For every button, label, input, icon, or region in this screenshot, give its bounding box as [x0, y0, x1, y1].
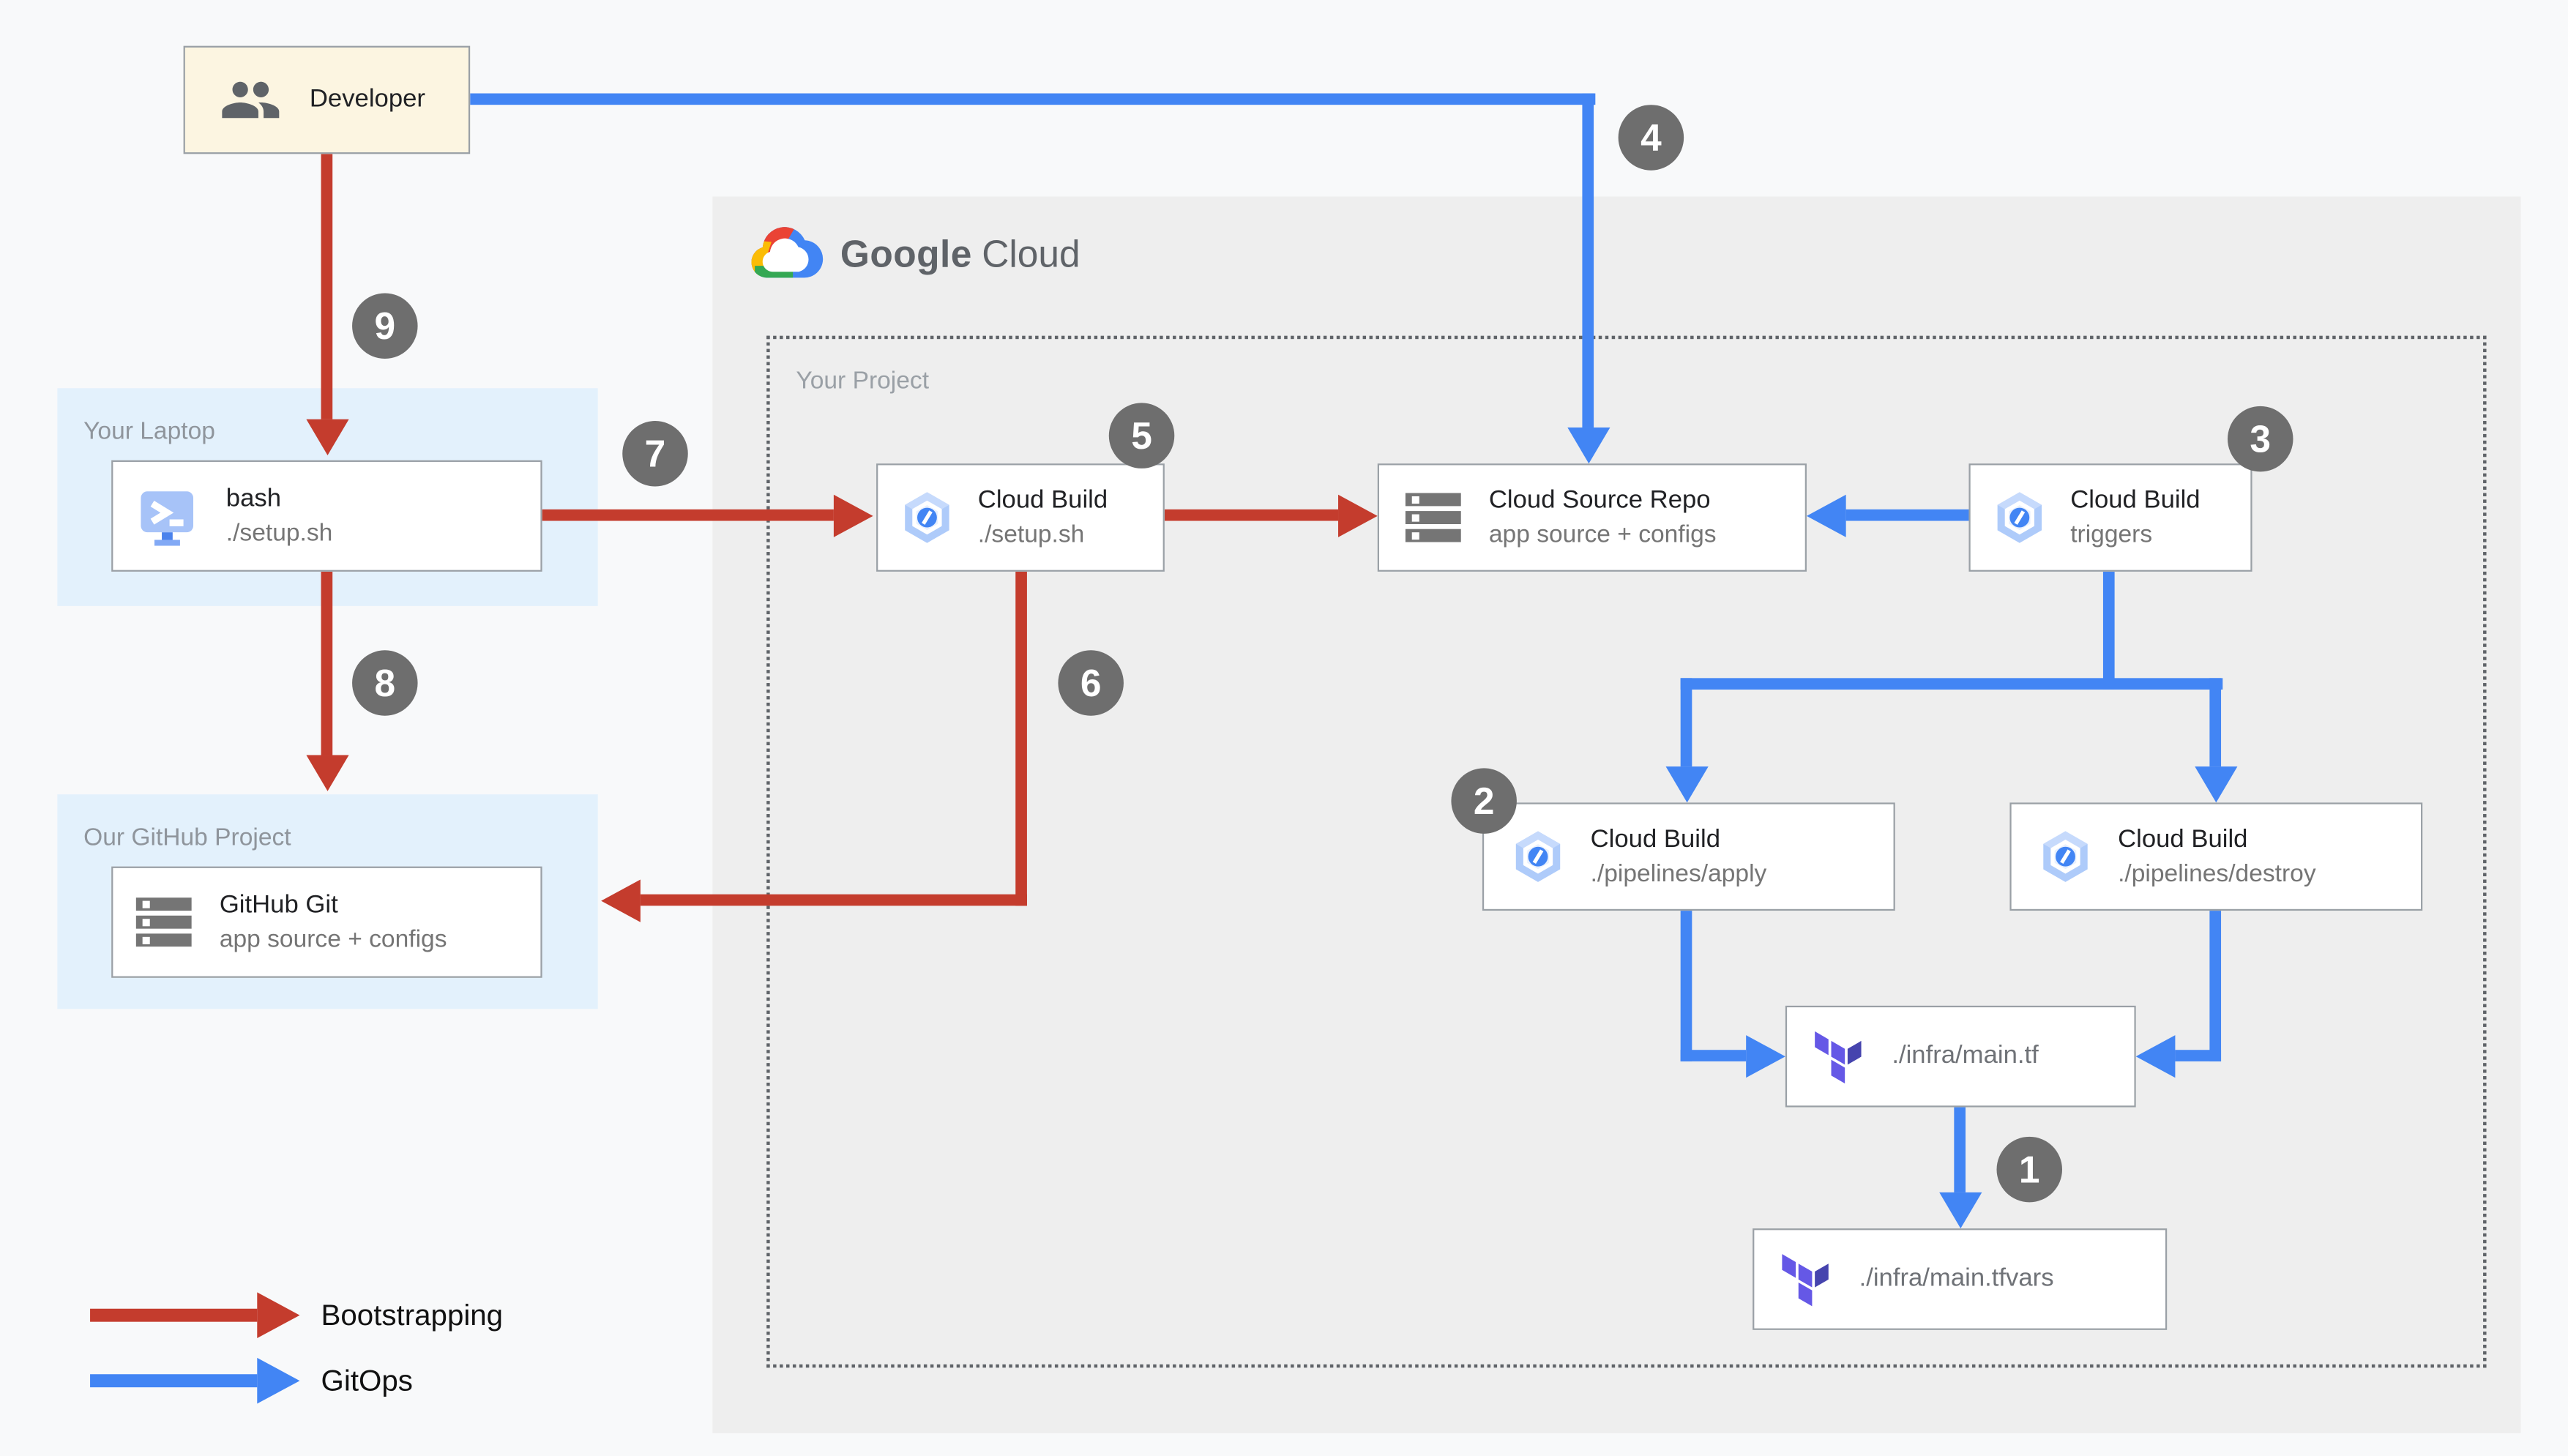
- arrow-apply-to-maintf-vertical: [1680, 911, 1692, 1061]
- cloud-build-destroy-title: Cloud Build: [2118, 825, 2248, 854]
- step-badge-5: 5: [1108, 403, 1175, 468]
- node-cloud-build-setup: Cloud Build ./setup.sh: [876, 463, 1165, 572]
- your-project-container: [766, 335, 2487, 1368]
- node-bash: bash ./setup.sh: [111, 460, 542, 572]
- arrowhead-developer-to-sourcerepo: [1567, 427, 1610, 464]
- cloud-build-triggers-subtitle: triggers: [2070, 520, 2153, 549]
- cloud-build-icon: [1992, 490, 2048, 545]
- arrow-maintf-to-tfvars: [1954, 1107, 1966, 1192]
- step-badge-4: 4: [1618, 105, 1684, 171]
- node-developer: Developer: [183, 45, 471, 154]
- cloud-source-repo-subtitle: app source + configs: [1488, 520, 1717, 549]
- arrowhead-cloudbuild-to-sourcerepo: [1338, 494, 1378, 537]
- arrow-split-to-destroy: [2209, 678, 2222, 767]
- node-cloud-build-triggers: Cloud Build triggers: [1968, 463, 2252, 572]
- step-badge-8: 8: [352, 650, 418, 716]
- cloud-build-icon: [2037, 829, 2093, 884]
- arrow-cloudbuild-to-sourcerepo: [1164, 509, 1339, 521]
- cloud-build-setup-subtitle: ./setup.sh: [977, 520, 1085, 549]
- terraform-icon: [1780, 1250, 1833, 1307]
- legend-gitops-arrow: [90, 1374, 258, 1388]
- infra-main-tfvars-label: ./infra/main.tfvars: [1859, 1264, 2054, 1293]
- google-cloud-icon: [745, 223, 824, 285]
- arrowhead-apply-to-maintf: [1746, 1035, 1785, 1078]
- terminal-icon: [136, 485, 198, 547]
- arrowhead-split-to-destroy: [2195, 766, 2238, 803]
- legend-bootstrapping-arrow: [90, 1308, 258, 1322]
- cloud-build-icon: [1510, 829, 1566, 884]
- github-project-label: Our GitHub Project: [83, 824, 291, 852]
- step-badge-3: 3: [2228, 406, 2293, 472]
- cloud-build-triggers-title: Cloud Build: [2070, 486, 2201, 515]
- arrowhead-maintf-to-tfvars: [1939, 1192, 1982, 1229]
- step-badge-6: 6: [1058, 650, 1124, 716]
- terraform-icon: [1813, 1028, 1866, 1085]
- people-icon: [214, 69, 286, 131]
- arrowhead-bash-to-github: [306, 755, 349, 791]
- arrowhead-cloudbuild-to-github: [601, 879, 641, 922]
- node-cloud-source-repo: Cloud Source Repo app source + configs: [1377, 463, 1807, 572]
- bash-subtitle: ./setup.sh: [225, 519, 333, 548]
- legend-bootstrapping-arrowhead: [257, 1292, 300, 1339]
- arrow-triggers-down: [2102, 571, 2115, 690]
- your-laptop-label: Your Laptop: [83, 417, 215, 446]
- node-cloud-build-destroy: Cloud Build ./pipelines/destroy: [2009, 802, 2423, 911]
- arrow-triggers-split: [1680, 678, 2223, 690]
- infra-main-tf-label: ./infra/main.tf: [1892, 1042, 2039, 1070]
- node-infra-main-tfvars: ./infra/main.tfvars: [1753, 1228, 2168, 1330]
- step-badge-7: 7: [622, 421, 688, 487]
- arrowhead-bash-to-cloudbuild: [833, 494, 873, 537]
- step-badge-1: 1: [1996, 1136, 2063, 1203]
- arrowhead-developer-to-bash: [306, 419, 349, 456]
- github-git-title: GitHub Git: [219, 891, 338, 919]
- arrowhead-split-to-apply: [1665, 766, 1709, 803]
- arrow-destroy-to-maintf-horizontal: [2175, 1050, 2222, 1061]
- arrow-bash-to-cloudbuild: [542, 509, 834, 521]
- google-cloud-brand-secondary: Cloud: [982, 231, 1080, 275]
- repo-icon: [1405, 493, 1461, 542]
- cloud-build-icon: [899, 490, 955, 545]
- cloud-build-destroy-subtitle: ./pipelines/destroy: [2118, 859, 2316, 888]
- arrow-developer-to-sourcerepo-vertical: [1582, 93, 1594, 428]
- arrowhead-triggers-to-sourcerepo: [1806, 494, 1846, 537]
- cloud-source-repo-title: Cloud Source Repo: [1488, 486, 1711, 515]
- cloud-build-setup-title: Cloud Build: [977, 486, 1108, 515]
- legend-gitops-arrowhead: [257, 1357, 300, 1404]
- arrow-triggers-to-sourcerepo: [1845, 509, 1969, 521]
- google-cloud-brand-primary: Google: [840, 231, 972, 275]
- legend-bootstrapping-label: Bootstrapping: [321, 1299, 504, 1332]
- arrow-developer-to-bash: [321, 154, 333, 419]
- your-project-label: Your Project: [796, 367, 930, 395]
- developer-label: Developer: [309, 85, 425, 113]
- arrow-developer-to-sourcerepo-horizontal: [470, 93, 1596, 105]
- arrow-cloudbuild-to-github-vertical: [1015, 571, 1027, 906]
- arrow-apply-to-maintf-horizontal: [1680, 1050, 1747, 1061]
- arrow-split-to-apply: [1680, 678, 1692, 767]
- github-git-subtitle: app source + configs: [219, 925, 447, 954]
- cloud-build-apply-subtitle: ./pipelines/apply: [1590, 859, 1767, 888]
- cloud-build-apply-title: Cloud Build: [1590, 825, 1721, 854]
- step-badge-2: 2: [1451, 768, 1517, 834]
- node-cloud-build-apply: Cloud Build ./pipelines/apply: [1482, 802, 1895, 911]
- node-infra-main-tf: ./infra/main.tf: [1785, 1005, 2136, 1108]
- bash-title: bash: [225, 485, 282, 513]
- arrowhead-destroy-to-maintf: [2135, 1035, 2176, 1078]
- repo-icon: [135, 897, 192, 947]
- legend-gitops-label: GitOps: [321, 1364, 413, 1397]
- step-badge-9: 9: [352, 293, 418, 359]
- arrow-cloudbuild-to-github-horizontal: [640, 894, 1027, 906]
- arrow-bash-to-github: [321, 571, 333, 755]
- arrow-destroy-to-maintf-vertical: [2209, 911, 2222, 1061]
- node-github-git: GitHub Git app source + configs: [111, 866, 542, 978]
